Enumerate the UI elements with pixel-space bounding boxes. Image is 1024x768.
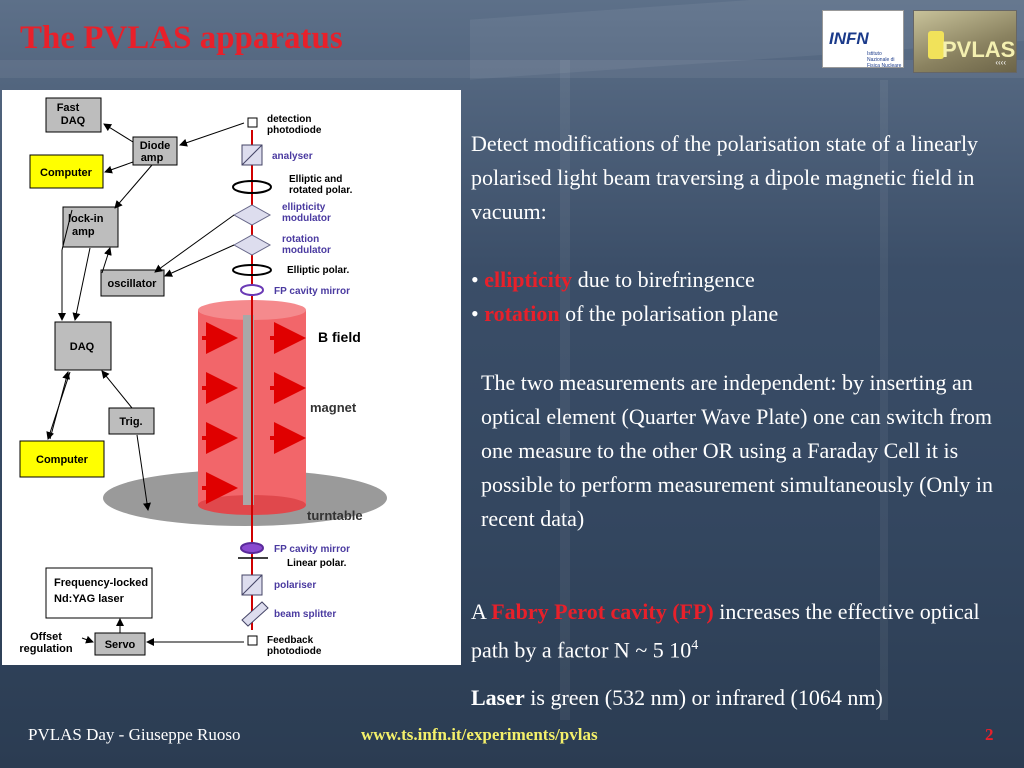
detection-photodiode-shape	[247, 117, 258, 128]
oscillator-box	[100, 269, 165, 297]
fp-text: increases the effective optical path by …	[471, 599, 980, 663]
bullet-text: due to birefringence	[572, 267, 755, 292]
bullet-item: • rotation of the polarisation plane	[471, 297, 1016, 331]
fp-mirror-bottom-shape	[240, 542, 264, 554]
bullet-highlight: rotation	[484, 301, 560, 326]
daq-label: DAQ	[70, 341, 95, 353]
daq-box	[54, 321, 112, 371]
bullet-highlight: ellipticity	[484, 267, 573, 292]
linear-polar-label: Linear polar.	[287, 558, 347, 569]
analyser-label: analyser	[272, 151, 313, 162]
turntable-label: turntable	[307, 508, 363, 523]
laser-bold: Laser	[471, 685, 525, 710]
bullet-item: • ellipticity due to birefringence	[471, 263, 1016, 297]
fp-exponent: 4	[691, 638, 699, 653]
pvlas-logo-tail: ‹‹‹‹	[995, 58, 1006, 67]
lock-in-box	[62, 206, 119, 248]
pvlas-logo-glyph	[928, 31, 944, 59]
trig-label: Trig.	[119, 416, 142, 428]
bullet-marker: •	[471, 267, 485, 292]
b-field-arrows	[202, 322, 306, 504]
independence-paragraph: The two measurements are independent: by…	[481, 370, 994, 531]
fp-prefix: A	[471, 599, 492, 624]
laser-text: is green (532 nm) or infrared (1064 nm)	[524, 685, 883, 710]
fp-highlight: Fabry Perot cavity (FP)	[491, 599, 714, 624]
fast-daq-box	[45, 97, 102, 133]
measurement-bullets: • ellipticity due to birefringence • rot…	[471, 263, 1016, 331]
computer-top-box	[29, 154, 104, 189]
servo-label: Servo	[105, 639, 136, 651]
ellipticity-modulator-shape	[232, 204, 272, 226]
footer-url-link[interactable]: www.ts.infn.it/experiments/pvlas	[361, 725, 598, 744]
feedback-photodiode-shape	[247, 635, 258, 646]
page-number: 2	[985, 725, 994, 744]
fp-mirror-top-label: FP cavity mirror	[274, 286, 350, 297]
diode-amp-box	[132, 136, 178, 166]
vacuum-tube	[243, 315, 254, 505]
fp-mirror-top-shape	[240, 284, 264, 296]
infn-logo-subtitle: Istituto Nazionale di Fisica Nucleare	[867, 51, 902, 69]
bullet-text: of the polarisation plane	[559, 301, 779, 326]
trig-box	[108, 407, 155, 435]
pvlas-logo-text: PVLAS	[942, 37, 1016, 62]
beam-splitter-shape	[241, 601, 269, 627]
fabry-perot-paragraph: A Fabry Perot cavity (FP) increases the …	[471, 595, 1016, 667]
oscillator-label: oscillator	[108, 278, 158, 290]
elliptic-polar-label: Elliptic polar.	[287, 265, 349, 276]
polarization-ellipse	[232, 264, 272, 276]
laser-paragraph: Laser is green (532 nm) or infrared (106…	[471, 681, 1016, 715]
bullet-marker: •	[471, 301, 485, 326]
b-field-label: B field	[318, 329, 361, 345]
rotation-modulator-shape	[232, 234, 272, 256]
intro-paragraph: Detect modifications of the polarisation…	[471, 131, 979, 224]
footer-author: PVLAS Day - Giuseppe Ruoso	[28, 725, 241, 744]
fp-mirror-bottom-label: FP cavity mirror	[274, 544, 350, 555]
laser-box	[45, 567, 153, 619]
slide-title: The PVLAS apparatus	[20, 20, 343, 56]
computer-top-label: Computer	[40, 167, 93, 179]
magnet-label: magnet	[310, 400, 357, 415]
beam-splitter-label: beam splitter	[274, 609, 336, 620]
infn-logo: INFN Istituto Nazionale di Fisica Nuclea…	[822, 10, 904, 69]
polarization-ellipse-rotated	[232, 180, 272, 194]
computer-bottom-box	[19, 440, 105, 478]
computer-bottom-label: Computer	[36, 454, 89, 466]
infn-logo-text: INFN	[829, 29, 869, 48]
pvlas-logo: PVLAS ‹‹‹‹	[913, 10, 1017, 73]
polariser-label: polariser	[274, 580, 316, 591]
